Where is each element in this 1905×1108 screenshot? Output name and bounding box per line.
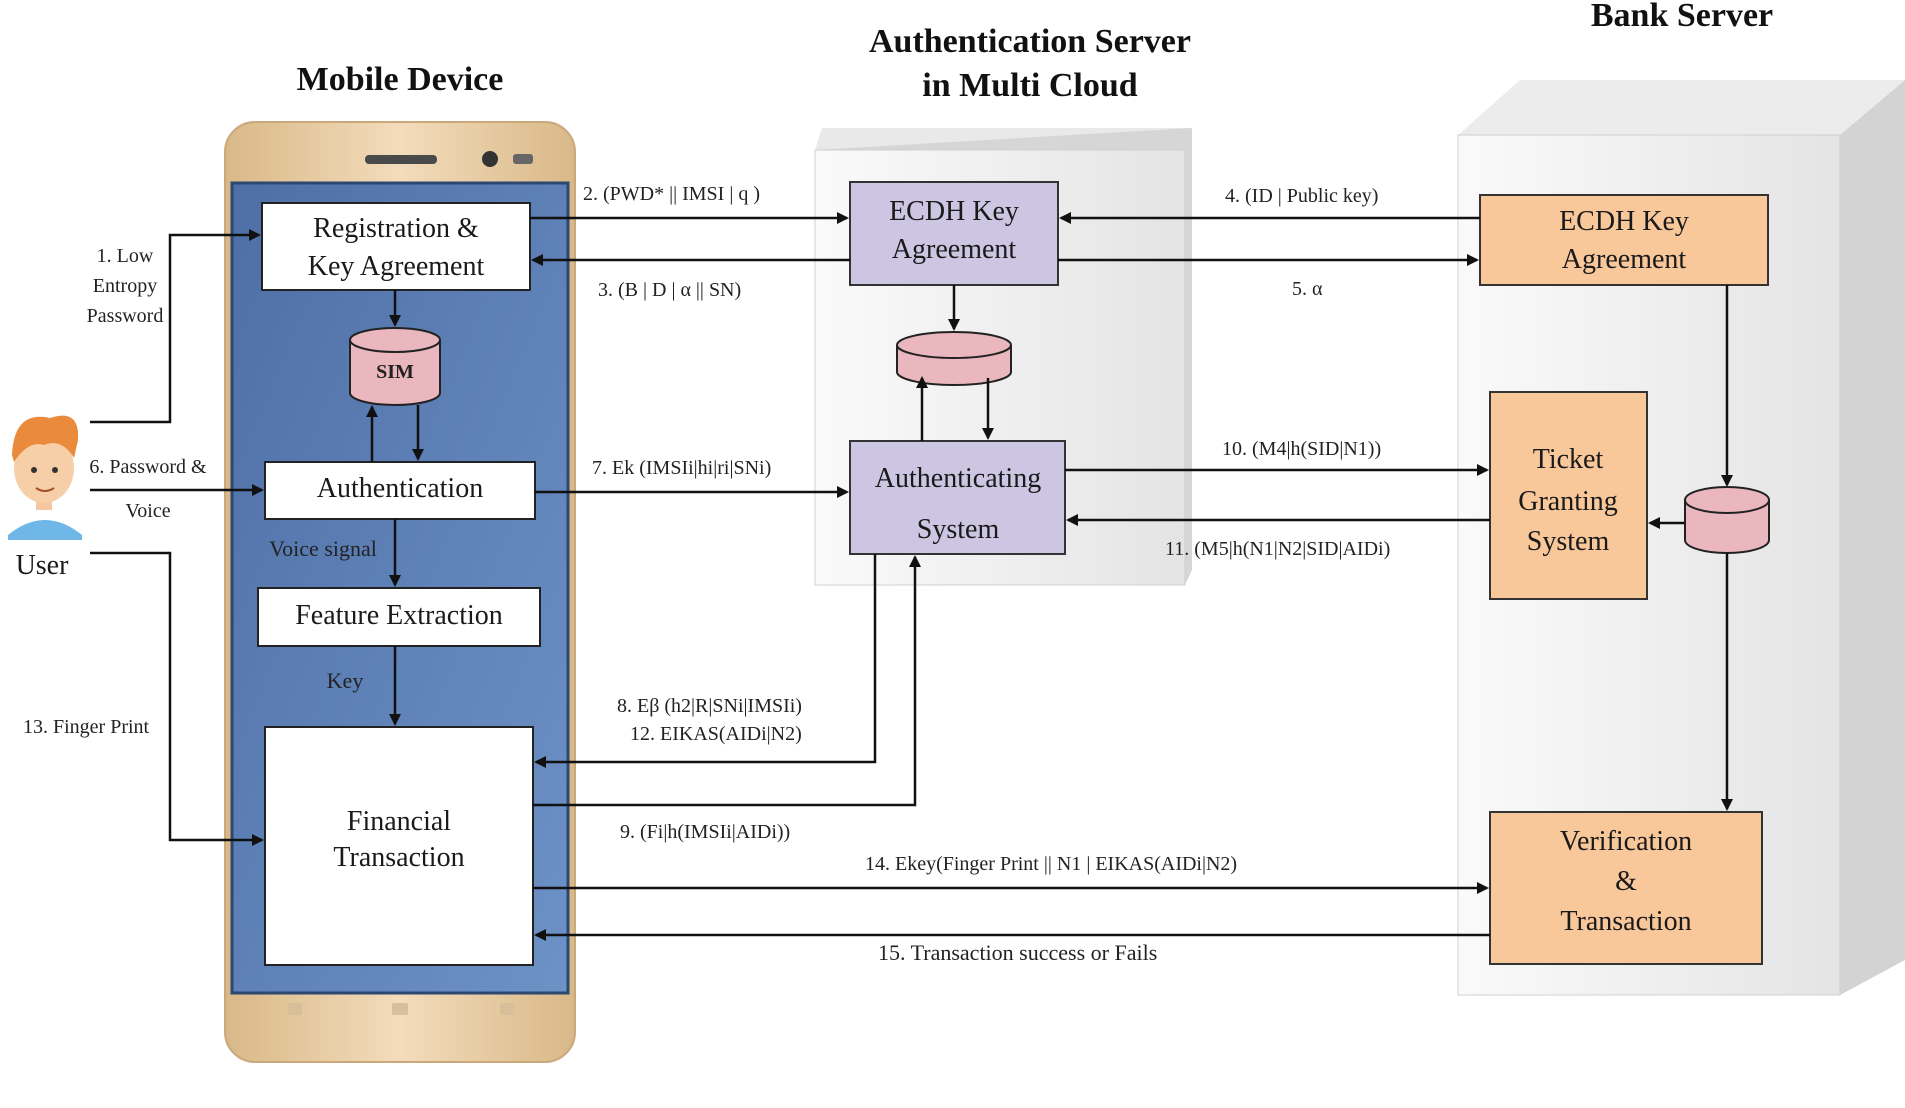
user-label: User — [16, 550, 70, 581]
key-label: Key — [327, 668, 364, 693]
msg-7: 7. Ek (IMSIi|hi|ri|SNi) — [592, 457, 771, 479]
arrow-9 — [533, 555, 921, 807]
back-button-icon — [288, 1003, 302, 1015]
registration-label-line1: Registration & — [313, 213, 479, 244]
bank-server-title: Bank Server — [1591, 0, 1773, 34]
arrow-8-12 — [534, 554, 877, 768]
msg-1-line3: Password — [87, 305, 164, 327]
voice-signal-label: Voice signal — [269, 536, 377, 561]
authentication-label: Authentication — [317, 473, 483, 504]
auth-database — [896, 331, 1012, 386]
msg-14: 14. Ekey(Finger Print || N1 | EIKAS(AIDi… — [865, 853, 1237, 875]
sim-database — [349, 327, 441, 406]
arrow-13-finger-print — [90, 551, 264, 846]
msg-15: 15. Transaction success or Fails — [878, 940, 1157, 965]
authenticating-system-box — [849, 440, 1066, 555]
camera-icon — [482, 151, 498, 167]
verification-line1: Verification — [1560, 826, 1692, 857]
msg-5: 5. α — [1292, 278, 1323, 300]
auth-ecdh-line1: ECDH Key — [889, 196, 1019, 227]
home-button-icon — [392, 1003, 408, 1015]
authentication-box — [264, 461, 536, 520]
msg-13: 13. Finger Print — [23, 716, 150, 738]
auth-server-title-line2: in Multi Cloud — [922, 67, 1137, 104]
bank-ecdh-line2: Agreement — [1562, 244, 1687, 275]
msg-12: 12. EIKAS(AIDi|N2) — [630, 723, 802, 745]
msg-3: 3. (B | D | α || SN) — [598, 279, 741, 301]
ticket-granting-line2: Granting — [1518, 486, 1618, 517]
financial-transaction-line2: Transaction — [333, 842, 464, 873]
registration-label-line2: Key Agreement — [308, 251, 485, 282]
auth-ecdh-line2: Agreement — [892, 234, 1017, 265]
auth-ecdh-box — [849, 181, 1059, 286]
msg-2: 2. (PWD* || IMSI | q ) — [583, 183, 760, 205]
arrow-1-low-entropy-password — [90, 229, 261, 424]
msg-1-line1: 1. Low — [97, 245, 154, 267]
sensor-icon — [513, 154, 533, 164]
msg-6-line1: 6. Password & — [89, 456, 207, 478]
ticket-granting-box — [1489, 391, 1648, 600]
auth-server-title-line1: Authentication Server — [869, 23, 1191, 60]
msg-6-line2: Voice — [125, 500, 170, 522]
user-avatar-icon — [8, 415, 82, 540]
feature-extraction-box — [257, 587, 541, 647]
authenticating-system-line1: Authenticating — [875, 463, 1041, 494]
mobile-device-title: Mobile Device — [297, 61, 504, 98]
financial-transaction-box — [264, 726, 534, 966]
speaker-grille — [365, 155, 437, 164]
msg-10: 10. (M4|h(SID|N1)) — [1222, 438, 1381, 460]
ticket-granting-line1: Ticket — [1533, 444, 1604, 475]
msg-11: 11. (M5|h(N1|N2|SID|AIDi) — [1165, 538, 1390, 560]
sim-label: SIM — [376, 361, 414, 383]
bank-database — [1684, 486, 1770, 554]
verification-line3: Transaction — [1560, 906, 1691, 937]
financial-transaction-line1: Financial — [347, 806, 451, 837]
msg-4: 4. (ID | Public key) — [1225, 185, 1378, 207]
bank-ecdh-box — [1479, 194, 1769, 286]
ticket-granting-line3: System — [1527, 526, 1610, 557]
feature-extraction-label: Feature Extraction — [295, 600, 503, 631]
verification-box — [1489, 811, 1763, 965]
verification-line2: & — [1615, 866, 1637, 897]
msg-1-line2: Entropy — [93, 275, 157, 297]
msg-9: 9. (Fi|h(IMSIi|AIDi)) — [620, 821, 790, 843]
menu-button-icon — [500, 1003, 514, 1015]
msg-8: 8. Eβ (h2|R|SNi|IMSIi) — [617, 695, 802, 717]
bank-ecdh-line1: ECDH Key — [1559, 206, 1689, 237]
authenticating-system-line2: System — [917, 514, 1000, 545]
